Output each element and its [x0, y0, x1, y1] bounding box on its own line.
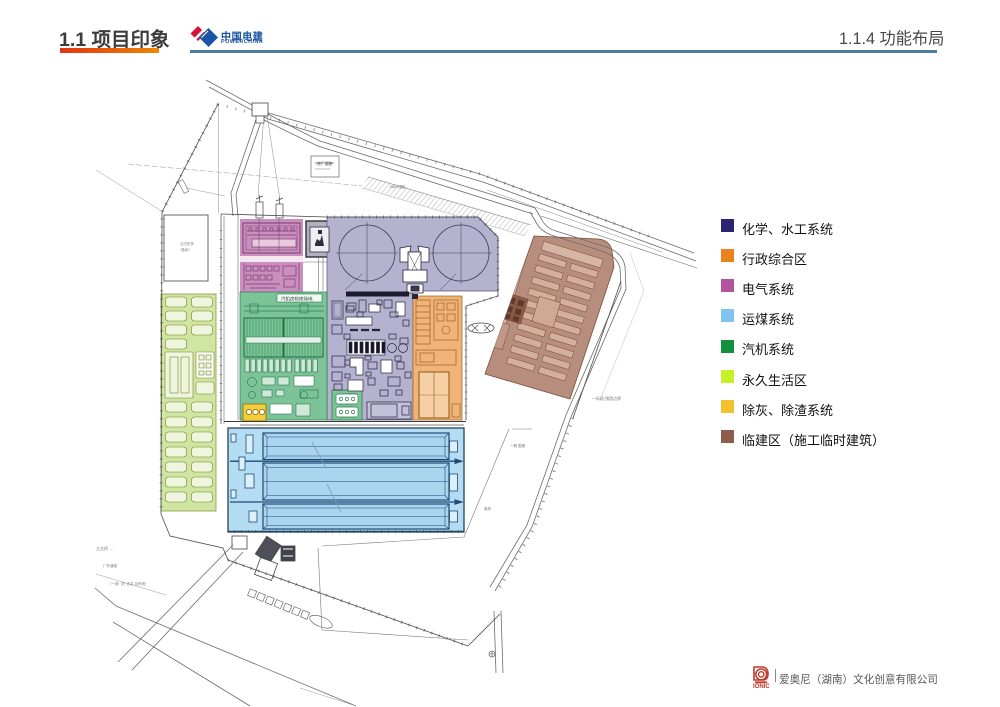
svg-text:煤场: 煤场: [484, 506, 492, 511]
svg-text:（一期（在 合井 见系统）: （一期（在 合井 见系统）: [108, 581, 148, 586]
svg-text:立交桥 →: 立交桥 →: [96, 545, 113, 551]
svg-text:一期 围墙: 一期 围墙: [510, 443, 525, 448]
svg-text:厂外道路: 厂外道路: [103, 563, 117, 568]
svg-text:66kV线路: 66kV线路: [390, 184, 405, 189]
svg-text:进厂道路: 进厂道路: [317, 161, 332, 166]
svg-text:一标段 围墙边界: 一标段 围墙边界: [592, 395, 621, 401]
svg-text:IONIC: IONIC: [753, 684, 770, 689]
svg-text:.: .: [856, 61, 857, 65]
svg-text:空压机房: 空压机房: [180, 241, 194, 246]
svg-text:汽机房检修场地: 汽机房检修场地: [281, 296, 313, 303]
svg-text:（备用）: （备用）: [178, 247, 192, 252]
